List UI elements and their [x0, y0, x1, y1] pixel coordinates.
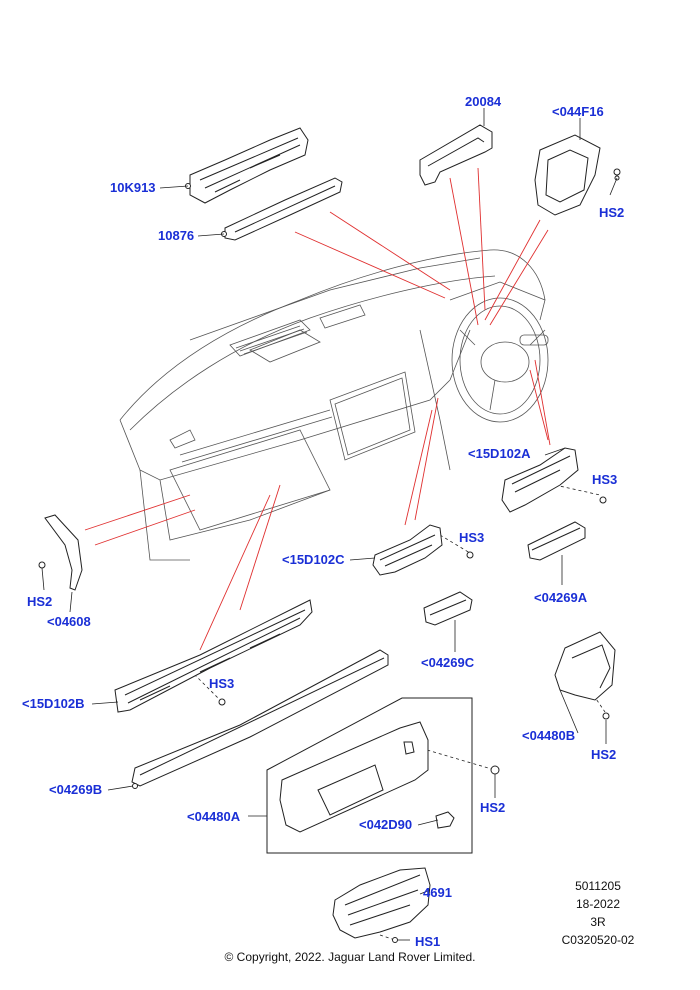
callout-hs2-right[interactable]: HS2 — [591, 747, 616, 762]
centre-display — [329, 371, 416, 461]
callout-hs3-left[interactable]: HS3 — [209, 676, 234, 691]
part-4691 — [332, 867, 431, 943]
callout-hs3-mid[interactable]: HS3 — [459, 530, 484, 545]
callout-04480A[interactable]: <04480A — [187, 809, 241, 824]
part-15D102C — [372, 524, 474, 576]
part-20084 — [419, 124, 493, 186]
steering-wheel — [451, 297, 549, 423]
part-04480A — [279, 721, 429, 833]
fastener-screws — [490, 175, 620, 775]
part-04269B — [131, 649, 389, 789]
callout-20084[interactable]: 20084 — [465, 94, 502, 109]
dashboard-assembly — [119, 249, 549, 561]
callout-10876[interactable]: 10876 — [158, 228, 194, 243]
part-15D102B — [114, 599, 313, 713]
callout-hs3-right[interactable]: HS3 — [592, 472, 617, 487]
callout-hs2-left[interactable]: HS2 — [27, 594, 52, 609]
callout-15D102B[interactable]: <15D102B — [22, 696, 85, 711]
callout-04269C[interactable]: <04269C — [421, 655, 475, 670]
part-15D102A — [501, 447, 607, 513]
detail-frame — [266, 697, 473, 854]
diagram-date: 18-2022 — [575, 897, 621, 911]
callout-connectors — [41, 108, 618, 941]
callout-hs1[interactable]: HS1 — [415, 934, 440, 949]
callout-04608[interactable]: <04608 — [47, 614, 91, 629]
callout-4691[interactable]: 4691 — [423, 885, 452, 900]
diagram-revision: 3R — [590, 915, 606, 929]
defrost-vent — [229, 304, 366, 363]
diagram-code: C0320520-02 — [561, 933, 635, 947]
callout-044F16[interactable]: <044F16 — [552, 104, 604, 119]
callout-04269A[interactable]: <04269A — [534, 590, 588, 605]
part-04269C — [423, 591, 473, 626]
callout-15D102C[interactable]: <15D102C — [282, 552, 345, 567]
copyright-notice: © Copyright, 2022. Jaguar Land Rover Lim… — [224, 950, 476, 964]
diagram-id: 5011205 — [575, 879, 621, 893]
part-04608 — [38, 514, 83, 591]
callout-042D90[interactable]: <042D90 — [359, 817, 412, 832]
callout-04480B[interactable]: <04480B — [522, 728, 575, 743]
part-10K913 — [185, 127, 309, 204]
callout-04269B[interactable]: <04269B — [49, 782, 102, 797]
callout-hs2-center[interactable]: HS2 — [480, 800, 505, 815]
part-10876 — [221, 177, 343, 241]
callout-10K913[interactable]: 10K913 — [110, 180, 156, 195]
callout-hs2-top-right[interactable]: HS2 — [599, 205, 624, 220]
part-044F16 — [534, 134, 621, 216]
part-04269A — [527, 521, 586, 561]
part-04480B — [554, 631, 616, 720]
leader-lines — [84, 167, 551, 651]
part-042D90 — [435, 811, 455, 829]
callout-15D102A[interactable]: <15D102A — [468, 446, 531, 461]
